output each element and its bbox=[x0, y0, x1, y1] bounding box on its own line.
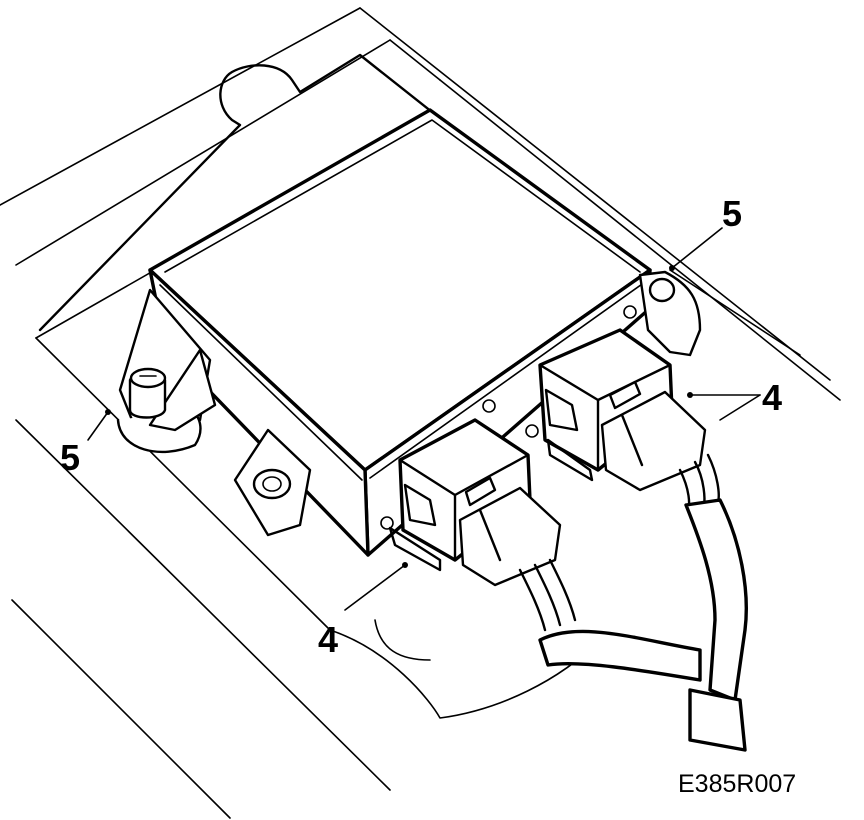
callout-5-left: 5 bbox=[60, 437, 80, 478]
mounting-plate bbox=[38, 53, 601, 719]
wiring-harness bbox=[518, 453, 748, 752]
front-left-bracket bbox=[233, 428, 312, 537]
drawing-code: E385R007 bbox=[678, 770, 796, 798]
connector-left bbox=[388, 418, 562, 587]
callout-4-right: 4 bbox=[762, 377, 782, 418]
left-mounting-bracket bbox=[116, 288, 217, 453]
right-rear-bracket bbox=[638, 270, 702, 357]
callout-leaders bbox=[87, 227, 761, 611]
callout-5-right: 5 bbox=[722, 193, 742, 234]
connector-right bbox=[538, 328, 707, 492]
callout-4-bottom: 4 bbox=[318, 619, 338, 660]
control-module bbox=[148, 108, 652, 557]
floor-panel-lines bbox=[0, 7, 841, 819]
